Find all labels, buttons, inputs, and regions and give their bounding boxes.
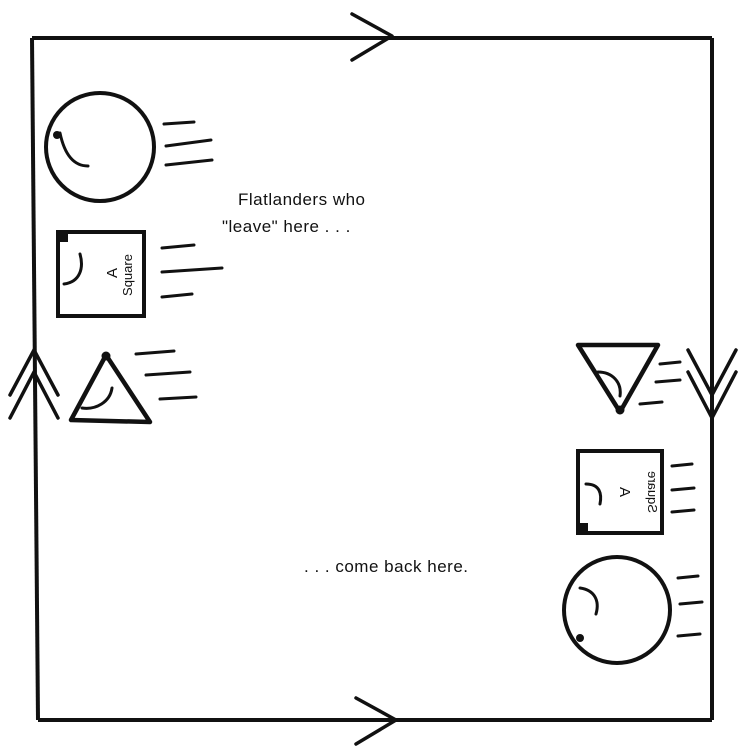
triangle-figure-left [71,352,150,423]
edge-arrows [10,14,736,744]
square-label-a-right: A [616,487,633,497]
square-label-square-left: Square [120,254,135,296]
caption-top-line2: "leave" here . . . [222,217,351,236]
caption-top-line1: Flatlanders who [238,190,366,209]
caption-bottom: . . . come back here. [304,557,469,576]
square-figure-right: A Square [578,451,662,533]
square-figure-left: A Square [58,232,144,316]
square-motion-lines [162,245,222,297]
boundary [32,38,712,720]
square-label-a-left: A [104,268,121,278]
circle-motion-lines-right [678,576,702,636]
circle-motion-lines [164,122,212,165]
triangle-motion-lines [136,351,196,399]
circle-figure-right [564,557,670,663]
square-motion-lines-right [672,464,694,512]
square-label-square-right: Square [645,471,660,513]
circle-figure-left [46,93,154,201]
